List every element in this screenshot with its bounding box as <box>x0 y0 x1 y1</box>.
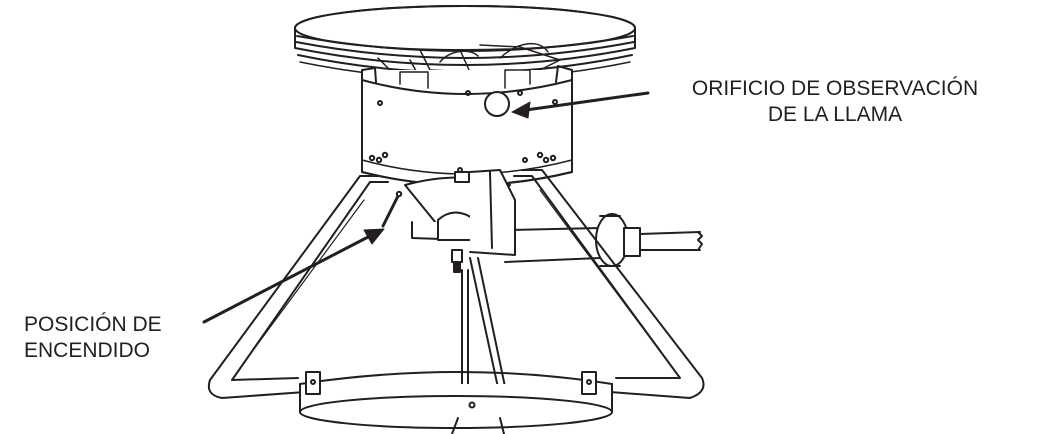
burner-valve-body <box>404 167 516 273</box>
flame-port-arrow-icon <box>511 91 650 119</box>
ignition-label-line2: ENCENDIDO <box>24 339 151 362</box>
ignition-label-line1: POSICIÓN DE <box>24 313 162 336</box>
bottom-ring <box>299 371 613 434</box>
flame-port-callout: ORIFICIO DE OBSERVACIÓN DE LA LLAMA <box>650 76 1020 128</box>
flame-port-label-line1: ORIFICIO DE OBSERVACIÓN <box>691 77 979 100</box>
flame-port-label-line2: DE LA LLAMA <box>767 103 903 126</box>
ignition-arrow-icon <box>202 228 385 324</box>
flame-port-hole <box>484 91 510 117</box>
top-burner-plate <box>294 5 636 80</box>
ignition-pin <box>381 194 400 228</box>
gas-valve-hose <box>504 213 703 267</box>
support-frame <box>207 169 705 421</box>
ignition-callout: POSICIÓN DE ENCENDIDO <box>24 312 162 364</box>
burner-cylinder <box>361 65 573 186</box>
